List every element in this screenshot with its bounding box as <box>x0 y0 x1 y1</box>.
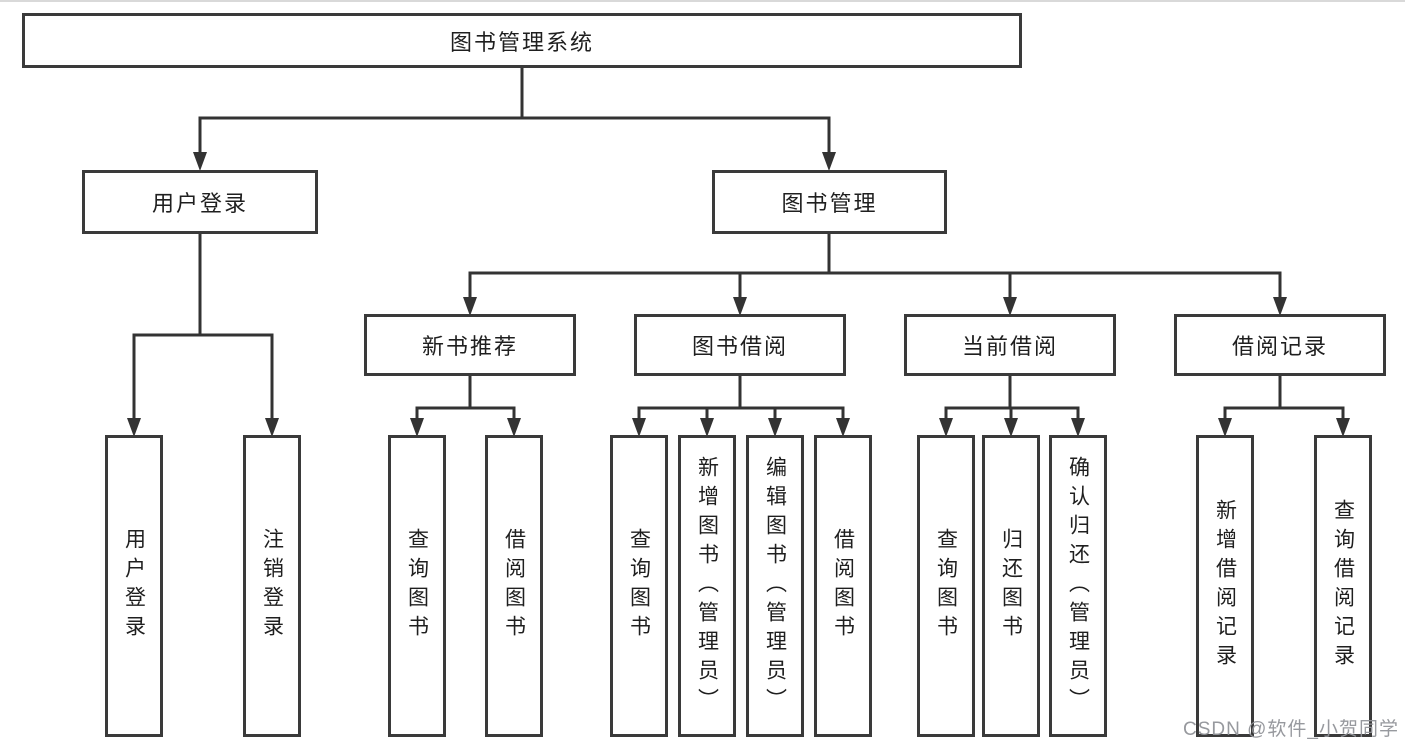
node-label: 查询图书 <box>405 528 429 644</box>
node-label: 图书管理系统 <box>449 29 594 55</box>
node-query-borrow-record: 查询借阅记录 <box>1314 435 1372 737</box>
node-logout: 注销登录 <box>243 435 301 737</box>
node-label: 借阅记录 <box>1231 334 1328 359</box>
top-edge-divider <box>0 0 1405 2</box>
node-add-borrow-record: 新增借阅记录 <box>1196 435 1254 737</box>
node-label: 新增图书（管理员） <box>695 455 719 717</box>
node-label: 图书借阅 <box>691 334 788 359</box>
node-label: 查询图书 <box>934 528 958 644</box>
node-return-books: 归还图书 <box>982 435 1040 737</box>
node-label: 归还图书 <box>999 528 1023 644</box>
node-label: 用户登录 <box>151 191 248 216</box>
node-label: 用户登录 <box>122 528 146 644</box>
node-label: 查询借阅记录 <box>1331 499 1355 673</box>
node-book-management: 图书管理 <box>712 170 947 234</box>
node-user-login: 用户登录 <box>82 170 318 234</box>
node-label: 新增借阅记录 <box>1213 499 1237 673</box>
node-label: 新书推荐 <box>421 334 518 359</box>
node-label: 借阅图书 <box>502 528 526 644</box>
node-query-books-borrowing: 查询图书 <box>610 435 668 737</box>
node-label: 当前借阅 <box>961 334 1058 359</box>
node-query-books-current: 查询图书 <box>917 435 975 737</box>
node-label: 图书管理 <box>781 191 878 216</box>
node-query-books-recommend: 查询图书 <box>388 435 446 737</box>
node-borrow-books-leaf: 借阅图书 <box>814 435 872 737</box>
node-book-borrowing: 图书借阅 <box>634 314 846 376</box>
node-label: 借阅图书 <box>831 528 855 644</box>
node-borrow-books-recommend: 借阅图书 <box>485 435 543 737</box>
node-confirm-return-admin: 确认归还（管理员） <box>1049 435 1107 737</box>
node-new-book-recommend: 新书推荐 <box>364 314 576 376</box>
node-user-login-leaf: 用户登录 <box>105 435 163 737</box>
node-label: 确认归还（管理员） <box>1066 455 1090 717</box>
node-borrow-records: 借阅记录 <box>1174 314 1386 376</box>
node-label: 查询图书 <box>627 528 651 644</box>
csdn-watermark: CSDN @软件_小贺同学 <box>1183 719 1399 740</box>
node-label: 注销登录 <box>260 528 284 644</box>
node-label: 编辑图书（管理员） <box>763 455 787 717</box>
node-edit-books-admin: 编辑图书（管理员） <box>746 435 804 737</box>
node-library-system: 图书管理系统 <box>22 13 1022 68</box>
node-add-books-admin: 新增图书（管理员） <box>678 435 736 737</box>
node-current-borrowing: 当前借阅 <box>904 314 1116 376</box>
